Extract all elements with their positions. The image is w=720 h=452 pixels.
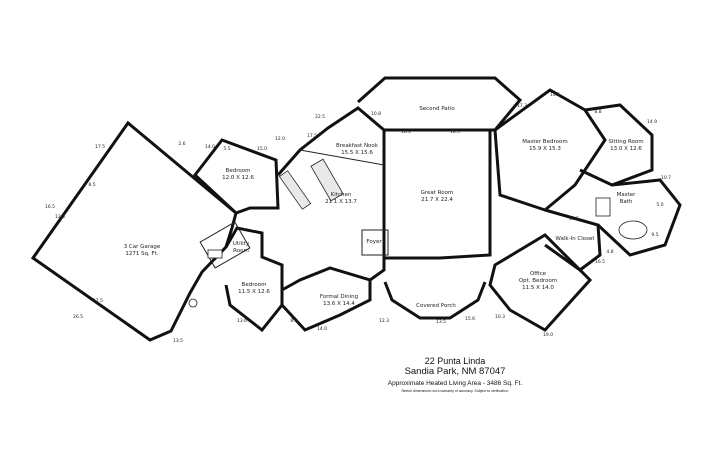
room-label-second-patio: Second Patio (419, 106, 455, 112)
room-label-great-room: Great Room (421, 190, 454, 196)
room-label-kitchen: Kitchen (331, 192, 352, 198)
room-label-walk-in-closet: Walk-In Closet (555, 236, 595, 242)
room-label-formal-dining: 13.6 X 14.4 (323, 301, 355, 307)
dimension-label: 17.5 (569, 216, 579, 222)
dimension-label: 12.3 (379, 318, 389, 324)
room-label-kitchen: 21.1 X 13.7 (325, 199, 357, 205)
room-label-breakfast-nook: 15.5 X 15.6 (341, 150, 373, 156)
bedroom-top-walls (192, 138, 280, 215)
foyer-walls (361, 229, 389, 256)
office-walls (488, 233, 593, 332)
room-label-sitting-room: 13.0 X 12.6 (610, 146, 642, 152)
utility-fixture (207, 249, 223, 259)
dimension-label: 12.0 (275, 136, 285, 142)
dimension-label: 26.5 (73, 314, 83, 320)
dimension-label: 16.5 (595, 259, 605, 265)
room-label-office: Opt. Bedroom (519, 278, 557, 284)
room-label-breakfast-nook: Breakfast Nook (336, 143, 379, 149)
garage-walls (30, 120, 238, 342)
patio-walls (357, 76, 523, 132)
room-label-office: Office (530, 271, 547, 277)
room-label-master-bedroom: Master Bedroom (522, 139, 567, 145)
room-label-bedroom-top: 12.0 X 12.6 (222, 175, 254, 181)
dimension-label: 5.0 (656, 202, 663, 208)
room-label-bedroom-lower: 11.5 X 12.6 (238, 289, 270, 295)
dimension-label: 17.5 (95, 144, 105, 150)
nook-divider (299, 149, 385, 166)
dimension-label: 16.5 (45, 204, 55, 210)
room-label-master-bedroom: 15.9 X 15.3 (529, 146, 561, 152)
dimension-label: 13.5 (173, 338, 183, 344)
dimension-disclaimer: Sketch dimensions not a warranty of accu… (401, 389, 509, 393)
room-label-office: 11.5 X 14.0 (522, 285, 554, 291)
room-label-utility: Room (233, 248, 249, 254)
dimension-label: 14.0 (317, 326, 327, 332)
dimension-label: 22.5 (315, 114, 325, 120)
master-bedroom-walls (493, 88, 607, 212)
dimension-label: 19.0 (543, 332, 553, 338)
bedroom-lower-walls (224, 226, 284, 333)
dimension-label: 14.5 (550, 92, 560, 98)
dimension-label: 5.5 (223, 146, 230, 152)
dimension-label: 9.5 (651, 232, 658, 238)
bathtub (618, 220, 648, 240)
room-label-bedroom-top: Bedroom (226, 168, 251, 174)
room-label-garage: 3 Car Garage (124, 244, 161, 250)
room-label-garage: 1271 Sq. Ft. (125, 251, 159, 257)
kitchen-counter (278, 170, 312, 210)
room-label-foyer: Foyer (366, 239, 382, 245)
address-line2: Sandia Park, NM 87047 (404, 366, 506, 377)
dimension-label: 17.3 (517, 103, 527, 109)
covered-porch-walls (383, 281, 487, 320)
dimension-label: 12.5 (55, 214, 65, 220)
dimension-label: 17.5 (307, 133, 317, 139)
dining-walls (280, 266, 372, 332)
address-line1: 22 Punta Linda (424, 356, 486, 366)
dimension-label: 10.8 (371, 111, 381, 117)
room-label-great-room: 21.7 X 22.4 (421, 197, 453, 203)
dimension-labels: 17.5 2.6 8.5 5.5 12.5 26.5 13.5 14.0 15.0 13.6 8.8… (45, 92, 671, 344)
dimension-label: 10.7 (661, 175, 671, 181)
dimension-label: 2.6 (178, 141, 185, 147)
master-bath-walls (596, 178, 682, 257)
dimension-label: 15.6 (465, 316, 475, 322)
dimension-label: 13.6 (237, 318, 247, 324)
room-label-master-bath: Master (617, 192, 637, 198)
room-label-bedroom-lower: Bedroom (242, 282, 267, 288)
dimension-label: 17.5 (93, 298, 103, 304)
dimension-label: 13.5 (436, 319, 446, 325)
dimension-label: 15.0 (257, 146, 267, 152)
dimension-label: 14.9 (647, 119, 657, 125)
dimension-label: 18.0 (401, 129, 411, 135)
room-label-covered-porch: Covered Porch (416, 303, 456, 309)
dimension-label: 8.8 (290, 318, 297, 324)
car-wheel (188, 298, 198, 308)
walk-in-closet-walls (544, 208, 602, 272)
room-label-sitting-room: Sitting Room (608, 139, 643, 145)
dimension-label: 10.3 (495, 314, 505, 320)
dimension-label: 18.3 (450, 129, 460, 135)
room-label-formal-dining: Formal Dining (320, 294, 358, 300)
dimension-label: 8.8 (594, 109, 601, 115)
heated-area: Approximate Heated Living Area - 3486 Sq… (387, 380, 523, 387)
room-label-master-bath: Bath (620, 199, 633, 205)
dimension-label: 4.8 (606, 249, 613, 255)
dimension-label: 14.0 (205, 144, 215, 150)
dimension-label: 8.5 (88, 182, 95, 188)
kitchen-island (310, 158, 344, 202)
sitting-room-walls (579, 103, 654, 187)
vanity (595, 197, 611, 217)
room-label-utility: Utility (233, 241, 250, 247)
